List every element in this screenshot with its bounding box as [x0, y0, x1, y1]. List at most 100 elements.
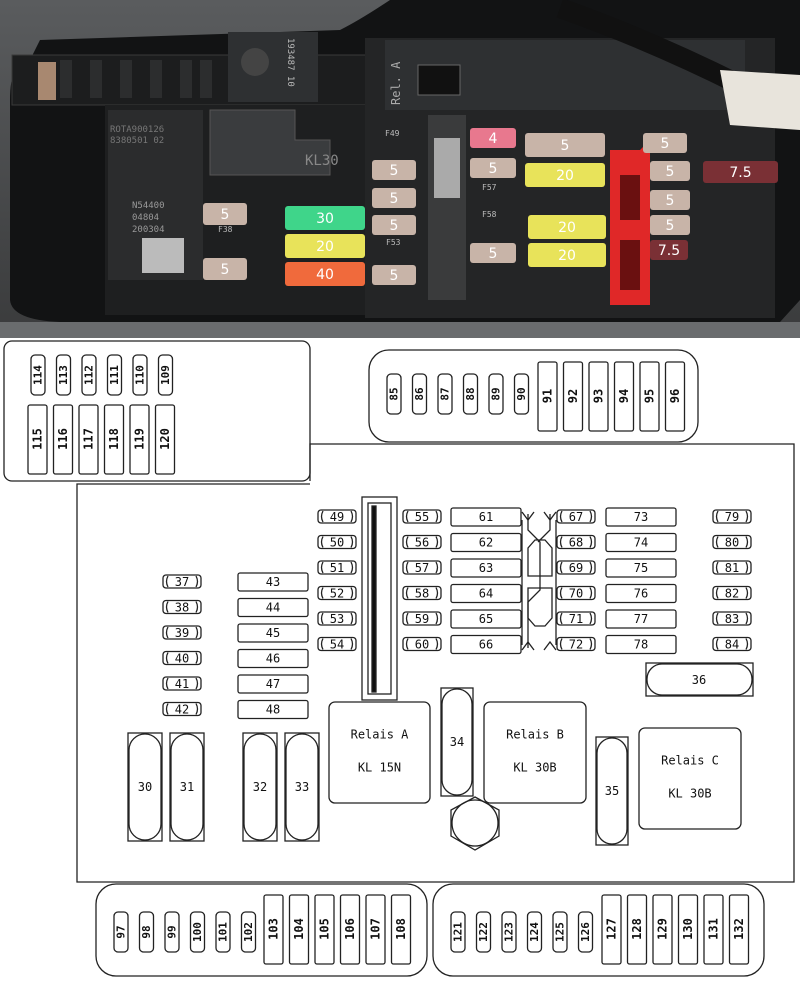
photo-fuse-p21: 7.5 [703, 161, 778, 183]
fuse-91: 91 [537, 361, 558, 432]
fuse-outline [263, 894, 284, 965]
fuse-outline [52, 404, 74, 475]
fuse-label: 56 [415, 536, 429, 550]
fuse-121: 121 [450, 911, 466, 953]
fuse-notch [165, 601, 199, 613]
fuse-label: 100 [191, 922, 204, 942]
stamp-circle [241, 48, 269, 76]
photo-fuse-rating: 20 [316, 239, 334, 255]
fuse-outline [450, 609, 522, 629]
fuse-119: 119 [129, 404, 150, 475]
fuse-outline [613, 361, 635, 432]
photo-fuse-rating: 5 [489, 246, 498, 262]
f38-label: F38 [218, 225, 233, 234]
maxi-body [646, 663, 753, 696]
fuse-130: 130 [677, 894, 699, 965]
fuse-115: 115 [27, 404, 48, 475]
maxi-frame [127, 732, 163, 842]
fuse-label: 85 [388, 387, 401, 400]
rel-a-connector [417, 64, 461, 96]
fuse-outline [577, 911, 594, 953]
fuse-label: 117 [82, 428, 96, 450]
fuse-outline [317, 534, 357, 550]
relay-a: Relais AKL 15N [328, 701, 431, 804]
fuse-label: 53 [330, 612, 344, 626]
fuse-81: 81 [712, 560, 752, 575]
fuse-label: 114 [32, 365, 45, 385]
relay-name: Relais A [351, 727, 410, 741]
fuse-outline [605, 507, 677, 527]
fuse-label: 122 [477, 922, 490, 942]
stamp-block [228, 32, 318, 102]
fuse-outline [162, 599, 202, 615]
panel-bottom-left [95, 883, 428, 977]
fuse-64: 64 [450, 583, 522, 604]
fuse-outline [601, 894, 622, 965]
fuse-label: 84 [725, 638, 739, 652]
fuse-label: 61 [479, 510, 493, 524]
hex-circle [451, 799, 499, 847]
maxi-fuse-32: 32 [242, 732, 278, 842]
maxi-body [170, 733, 204, 841]
fuse-78: 78 [605, 634, 677, 655]
relay-name: Relais B [506, 727, 564, 741]
maxi-fuse-34: 34 [440, 687, 474, 797]
fuse-outline [215, 911, 231, 953]
fuse-label: 43 [266, 575, 280, 589]
photo-fuse-body [470, 158, 516, 178]
bridge-clip [521, 511, 557, 651]
fuse-label: 52 [330, 587, 344, 601]
fuse-outline [30, 354, 46, 396]
fuse-label: 132 [732, 918, 746, 940]
fuse-84: 84 [712, 636, 752, 652]
fuse-label: 91 [541, 389, 555, 403]
fuse-label: 76 [634, 587, 648, 601]
photo-fuse-rating: 20 [556, 168, 574, 184]
cable-tape [720, 70, 800, 130]
fuse-outline [288, 894, 310, 965]
fuse-label: 73 [634, 510, 648, 524]
fuse-outline [605, 583, 677, 604]
fuse-label: 92 [566, 389, 580, 403]
fuse-label: 78 [634, 638, 648, 652]
fuse-label: 42 [175, 703, 189, 717]
fuse-outline [113, 911, 129, 953]
fuse-outline [402, 534, 442, 550]
fuse-123: 123 [501, 911, 517, 953]
fuse-65: 65 [450, 609, 522, 629]
fuse-label: 51 [330, 561, 344, 575]
fuse-label: 89 [490, 387, 503, 400]
fuse-outline [402, 509, 442, 524]
fuse-label: 80 [725, 536, 739, 550]
photo-fuse-rating: 5 [666, 218, 675, 234]
fuse-37: 37 [162, 574, 202, 589]
fuse-outline [27, 404, 48, 475]
maxi-fuse-36: 36 [645, 662, 754, 697]
fuse-label: 39 [175, 626, 189, 640]
fuse-outline [552, 911, 568, 953]
fuse-outline [712, 585, 752, 601]
fuse-85: 85 [386, 373, 402, 415]
fuse-outline [237, 572, 309, 592]
fuse-76: 76 [605, 583, 677, 604]
maxi-frame [169, 732, 205, 842]
fuse-80: 80 [712, 534, 752, 550]
fuse-outline [317, 560, 357, 575]
fuse-92: 92 [562, 361, 584, 432]
strip-bar [371, 505, 377, 693]
fuse-label: 49 [330, 510, 344, 524]
fuse-notch [165, 677, 199, 690]
photo-fuse-body [643, 133, 687, 153]
fuse-outline [237, 648, 309, 669]
connector-pins [60, 60, 212, 98]
photo-fuse-rating: 5 [666, 164, 675, 180]
fuse-outline [703, 894, 724, 965]
fuse-43: 43 [237, 572, 309, 592]
fuse-label: 93 [592, 389, 606, 403]
maxi-body [596, 737, 628, 845]
fuse-label: 105 [318, 918, 332, 940]
fuse-66: 66 [450, 634, 522, 655]
fuse-label: 82 [725, 587, 739, 601]
fuse-88: 88 [462, 373, 479, 415]
fuse-57: 57 [402, 560, 442, 575]
